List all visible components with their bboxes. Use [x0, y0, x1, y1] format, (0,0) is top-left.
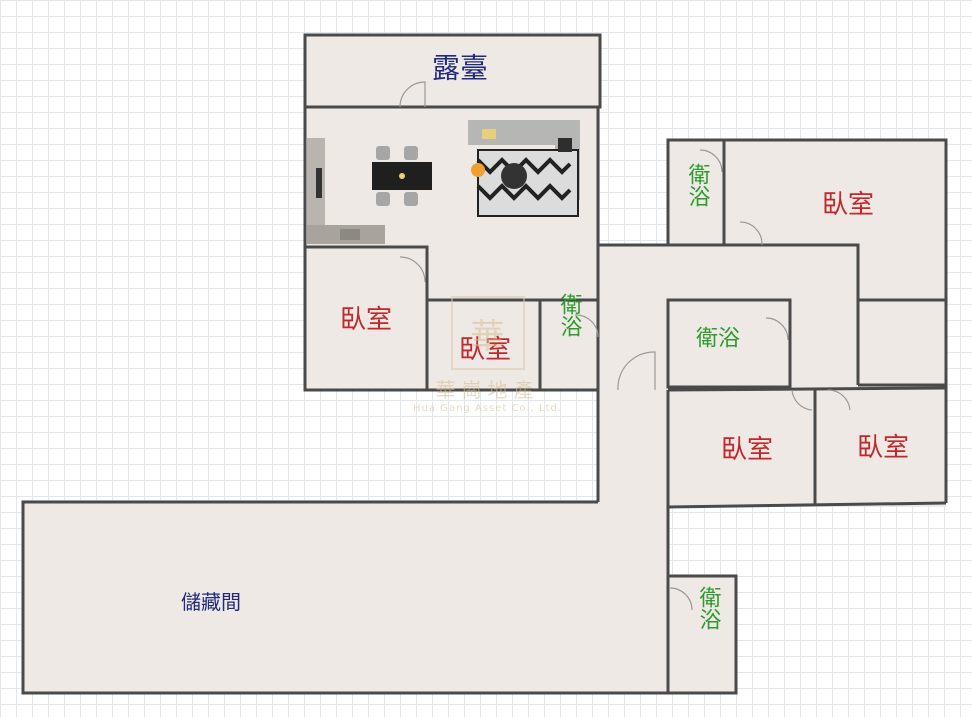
bedroom-lower-center-label: 臥室 [721, 435, 773, 465]
bedroom-left-label: 臥室 [340, 305, 392, 335]
living-room-set [468, 120, 580, 217]
door-bath-small [574, 314, 599, 338]
door-bath-bottom [669, 587, 693, 611]
kitchen-counter [307, 138, 385, 244]
door-bath-top [699, 149, 723, 173]
bedroom-lower-right-label: 臥室 [857, 433, 909, 463]
vertical-labels: 衛浴 衛浴 衛浴 [557, 163, 722, 630]
door-balcony [399, 81, 426, 108]
dining-table [372, 146, 432, 206]
doors [399, 81, 851, 611]
door-bedroom-top-right [739, 221, 763, 246]
door-bedroom-lower-right [827, 389, 851, 411]
room-labels: 露臺 臥室 臥室 臥室 臥室 臥室 衛浴 儲藏間 [181, 52, 909, 615]
storage-label: 儲藏間 [181, 590, 241, 614]
bath-center-label: 衛浴 [696, 327, 740, 352]
door-bedroom-lower-center [791, 389, 813, 411]
walls [21, 33, 948, 695]
bath-top-label: 衛浴 [685, 163, 711, 207]
door-corridor [617, 351, 656, 391]
balcony-label: 露臺 [432, 52, 488, 85]
bedroom-top-right-label: 臥室 [822, 190, 874, 220]
floor-fill [23, 35, 946, 693]
door-bath-center [765, 317, 789, 341]
bath-bottom-label: 衛浴 [696, 586, 722, 630]
door-bedroom-left [399, 256, 426, 283]
bath-small-label: 衛浴 [557, 293, 583, 337]
bedroom-small-label: 臥室 [459, 335, 511, 365]
